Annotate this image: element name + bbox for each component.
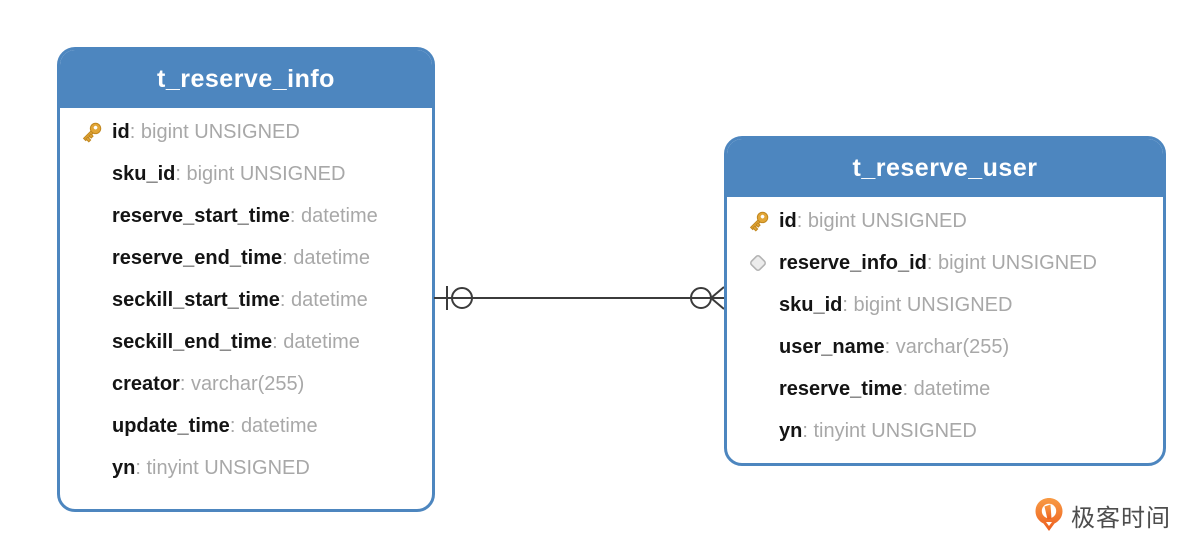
table-row: reserve_time: datetime: [727, 368, 1163, 410]
table-row: sku_id: bigint UNSIGNED: [727, 284, 1163, 326]
field-name: id: [112, 120, 130, 143]
geektime-logo-icon: [1034, 497, 1064, 533]
field-type: bigint UNSIGNED: [807, 209, 967, 232]
field-name: sku_id: [779, 293, 843, 316]
table-row: id: bigint UNSIGNED: [60, 111, 432, 153]
table-row: seckill_end_time: datetime: [60, 321, 432, 363]
field-name: seckill_start_time: [112, 288, 280, 311]
field-separator: :: [175, 162, 187, 185]
geektime-logo: 极客时间: [1034, 497, 1171, 533]
field-separator: :: [229, 414, 241, 437]
field-separator: :: [282, 246, 294, 269]
field-name: sku_id: [112, 162, 176, 185]
field-type: datetime: [301, 204, 378, 227]
field-type: datetime: [283, 330, 360, 353]
table-row: reserve_start_time: datetime: [60, 195, 432, 237]
field-type: datetime: [913, 377, 991, 400]
field-separator: :: [802, 419, 814, 442]
table-row: reserve_info_id: bigint UNSIGNED: [727, 242, 1163, 284]
field-type: bigint UNSIGNED: [186, 162, 346, 185]
field-separator: :: [129, 120, 141, 143]
field-name: reserve_info_id: [779, 251, 927, 274]
table-header: t_reserve_info: [60, 50, 432, 108]
zero-or-many-marker: [690, 286, 725, 310]
entity-card-t-reserve-info: t_reserve_info id: bigint UNSIGNE: [57, 47, 435, 512]
field-name: yn: [779, 419, 803, 442]
field-name: reserve_time: [779, 377, 903, 400]
table-row: yn: tinyint UNSIGNED: [60, 447, 432, 489]
table-row: seckill_start_time: datetime: [60, 279, 432, 321]
field-name: reserve_end_time: [112, 246, 283, 269]
field-name: creator: [112, 372, 180, 395]
field-separator: :: [884, 335, 896, 358]
field-name: update_time: [112, 414, 230, 437]
table-row: reserve_end_time: datetime: [60, 237, 432, 279]
relationship-connector: [434, 286, 725, 310]
table-row: creator: varchar(255): [60, 363, 432, 405]
field-type: bigint UNSIGNED: [853, 293, 1013, 316]
table-title: t_reserve_info: [157, 64, 335, 93]
table-row: update_time: datetime: [60, 405, 432, 447]
table-field-list: id: bigint UNSIGNED reserve_info_id: big…: [727, 197, 1163, 452]
table-title: t_reserve_user: [852, 153, 1038, 182]
field-type: bigint UNSIGNED: [140, 120, 300, 143]
field-separator: :: [926, 251, 938, 274]
table-header: t_reserve_user: [727, 139, 1163, 197]
field-type: varchar(255): [895, 335, 1010, 358]
primary-key-icon: [80, 120, 112, 144]
field-separator: :: [796, 209, 808, 232]
field-type: datetime: [240, 414, 318, 437]
primary-key-icon: [747, 209, 779, 233]
table-row: user_name: varchar(255): [727, 326, 1163, 368]
field-separator: :: [272, 330, 284, 353]
field-separator: :: [135, 456, 147, 479]
field-type: datetime: [291, 288, 368, 311]
field-name: user_name: [779, 335, 885, 358]
field-type: varchar(255): [190, 372, 305, 395]
field-separator: :: [289, 204, 302, 227]
field-separator: :: [902, 377, 914, 400]
field-name: id: [779, 209, 797, 232]
field-type: bigint UNSIGNED: [937, 251, 1097, 274]
field-type: datetime: [293, 246, 370, 269]
one-marker: [446, 286, 473, 310]
table-row: sku_id: bigint UNSIGNED: [60, 153, 432, 195]
field-name: seckill_end_time: [112, 330, 273, 353]
field-name: reserve_start_time: [112, 204, 290, 227]
field-separator: :: [842, 293, 854, 316]
table-field-list: id: bigint UNSIGNED sku_id: bigint UNSIG…: [60, 108, 432, 489]
table-row: yn: tinyint UNSIGNED: [727, 410, 1163, 452]
entity-card-t-reserve-user: t_reserve_user id: bigint UNSIGNE: [724, 136, 1166, 466]
field-separator: :: [279, 288, 292, 311]
table-row: id: bigint UNSIGNED: [727, 200, 1163, 242]
field-separator: :: [179, 372, 191, 395]
field-type: tinyint UNSIGNED: [146, 456, 310, 479]
foreign-key-diamond-icon: [747, 252, 779, 274]
field-name: yn: [112, 456, 136, 479]
field-type: tinyint UNSIGNED: [813, 419, 977, 442]
geektime-logo-text: 极客时间: [1071, 504, 1171, 532]
